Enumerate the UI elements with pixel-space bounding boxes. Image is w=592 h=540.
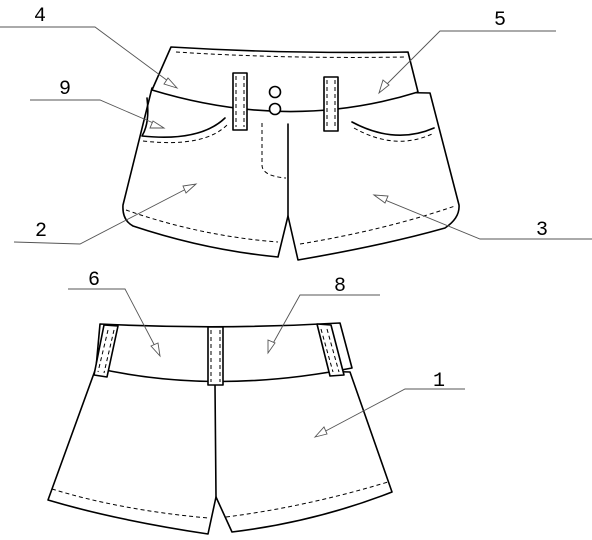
front-right-pocket-stitch — [353, 127, 433, 142]
callout-5: 5 — [494, 9, 506, 32]
arrow-1 — [313, 426, 328, 438]
callout-4: 4 — [34, 5, 46, 28]
front-belt-loop-left — [232, 72, 248, 131]
back-belt-loop-left-stitch — [97, 329, 115, 374]
front-button-top — [268, 85, 282, 99]
arrow-2 — [182, 183, 198, 194]
arrow-4 — [163, 77, 179, 89]
callout-labels: 4 5 9 2 3 6 8 1 — [34, 5, 548, 393]
front-belt-loop-right-stitch — [326, 80, 336, 128]
callout-8: 8 — [334, 275, 346, 298]
front-right-pocket — [351, 121, 435, 136]
back-belt-loop-right-stitch — [320, 328, 340, 373]
front-left-pocket-stitch — [142, 123, 229, 144]
front-view-shorts — [122, 46, 460, 261]
back-waistband — [95, 322, 353, 383]
callout-9: 9 — [59, 78, 71, 101]
front-fly-stitch — [261, 123, 287, 179]
callout-1: 1 — [433, 370, 445, 393]
callout-2: 2 — [35, 220, 47, 243]
front-body-outline — [122, 87, 460, 261]
callout-leaders — [0, 26, 592, 438]
front-button-bottom — [268, 102, 282, 116]
callout-6: 6 — [88, 269, 100, 292]
front-right-hem-stitch — [299, 205, 456, 245]
arrow-3 — [372, 194, 389, 204]
back-left-hem-stitch — [51, 488, 209, 519]
back-center-seam — [214, 384, 217, 498]
front-belt-loop-left-stitch — [235, 76, 245, 127]
arrow-6 — [150, 342, 161, 358]
front-belt-loop-right — [323, 76, 339, 132]
front-waistband — [151, 46, 419, 113]
callout-3: 3 — [536, 219, 548, 242]
arrow-5 — [378, 79, 390, 95]
arrow-8 — [267, 339, 276, 355]
back-view-shorts — [47, 322, 393, 535]
front-waistband-topstitch — [175, 51, 405, 58]
front-left-hem-stitch — [125, 209, 279, 243]
back-belt-loop-center-stitch — [210, 330, 221, 382]
back-body-outline — [47, 364, 393, 535]
arrow-9 — [149, 120, 166, 129]
back-belt-loop-center — [207, 326, 224, 386]
front-left-pocket — [141, 97, 226, 138]
